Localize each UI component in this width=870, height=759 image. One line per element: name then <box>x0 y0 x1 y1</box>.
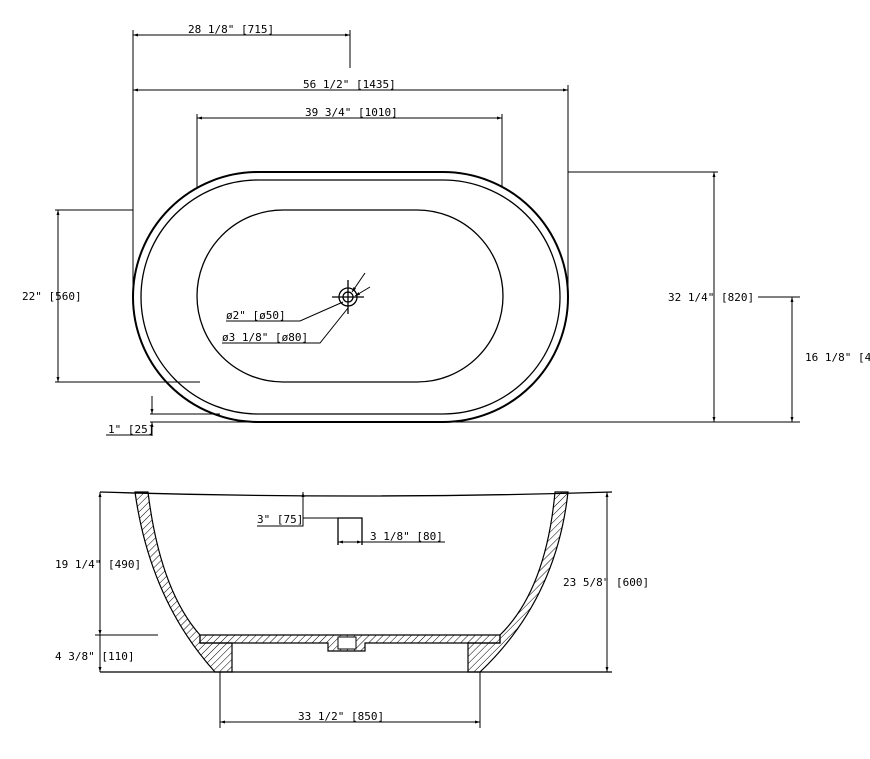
left-wall-section <box>134 491 233 673</box>
rim-offset-dim: 1" [25] <box>108 423 154 436</box>
half-width-dim: 16 1/8" [410] <box>805 351 870 364</box>
overflow-offset-dim: 28 1/8" [715] <box>188 23 274 36</box>
drain-large-label: ø3 1/8" [ø80] <box>222 331 308 344</box>
tub-inner-rim <box>140 179 561 415</box>
tub-basin <box>196 209 504 383</box>
overall-width-dim: 32 1/4" [820] <box>668 291 754 304</box>
right-wall-section <box>467 491 569 673</box>
overflow-width-dim: 3 1/8" [80] <box>370 530 443 543</box>
drain-small-label: ø2" [ø50] <box>226 309 286 322</box>
overall-length-dim: 56 1/2" [1435] <box>303 78 396 91</box>
base-height-dim: 4 3/8" [110] <box>55 650 134 663</box>
side-view: 3" [75] 3 1/8" [80] 19 1/4" [490] 4 3/8"… <box>55 491 649 728</box>
overflow-depth-dim: 3" [75] <box>257 513 303 526</box>
inner-depth-dim: 19 1/4" [490] <box>55 558 141 571</box>
inner-length-dim: 39 3/4" [1010] <box>305 106 398 119</box>
tub-top-rim <box>99 491 613 497</box>
overall-height-dim: 23 5/8" [600] <box>563 576 649 589</box>
plan-view: ø2" [ø50] ø3 1/8" [ø80] 28 1/8" [715] 56… <box>22 23 870 436</box>
overflow-icon <box>337 517 363 545</box>
drain-hole <box>337 636 357 650</box>
inner-width-dim: 22" [560] <box>22 290 82 303</box>
drain-icon <box>332 280 364 314</box>
base-length-dim: 33 1/2" [850] <box>298 710 384 723</box>
